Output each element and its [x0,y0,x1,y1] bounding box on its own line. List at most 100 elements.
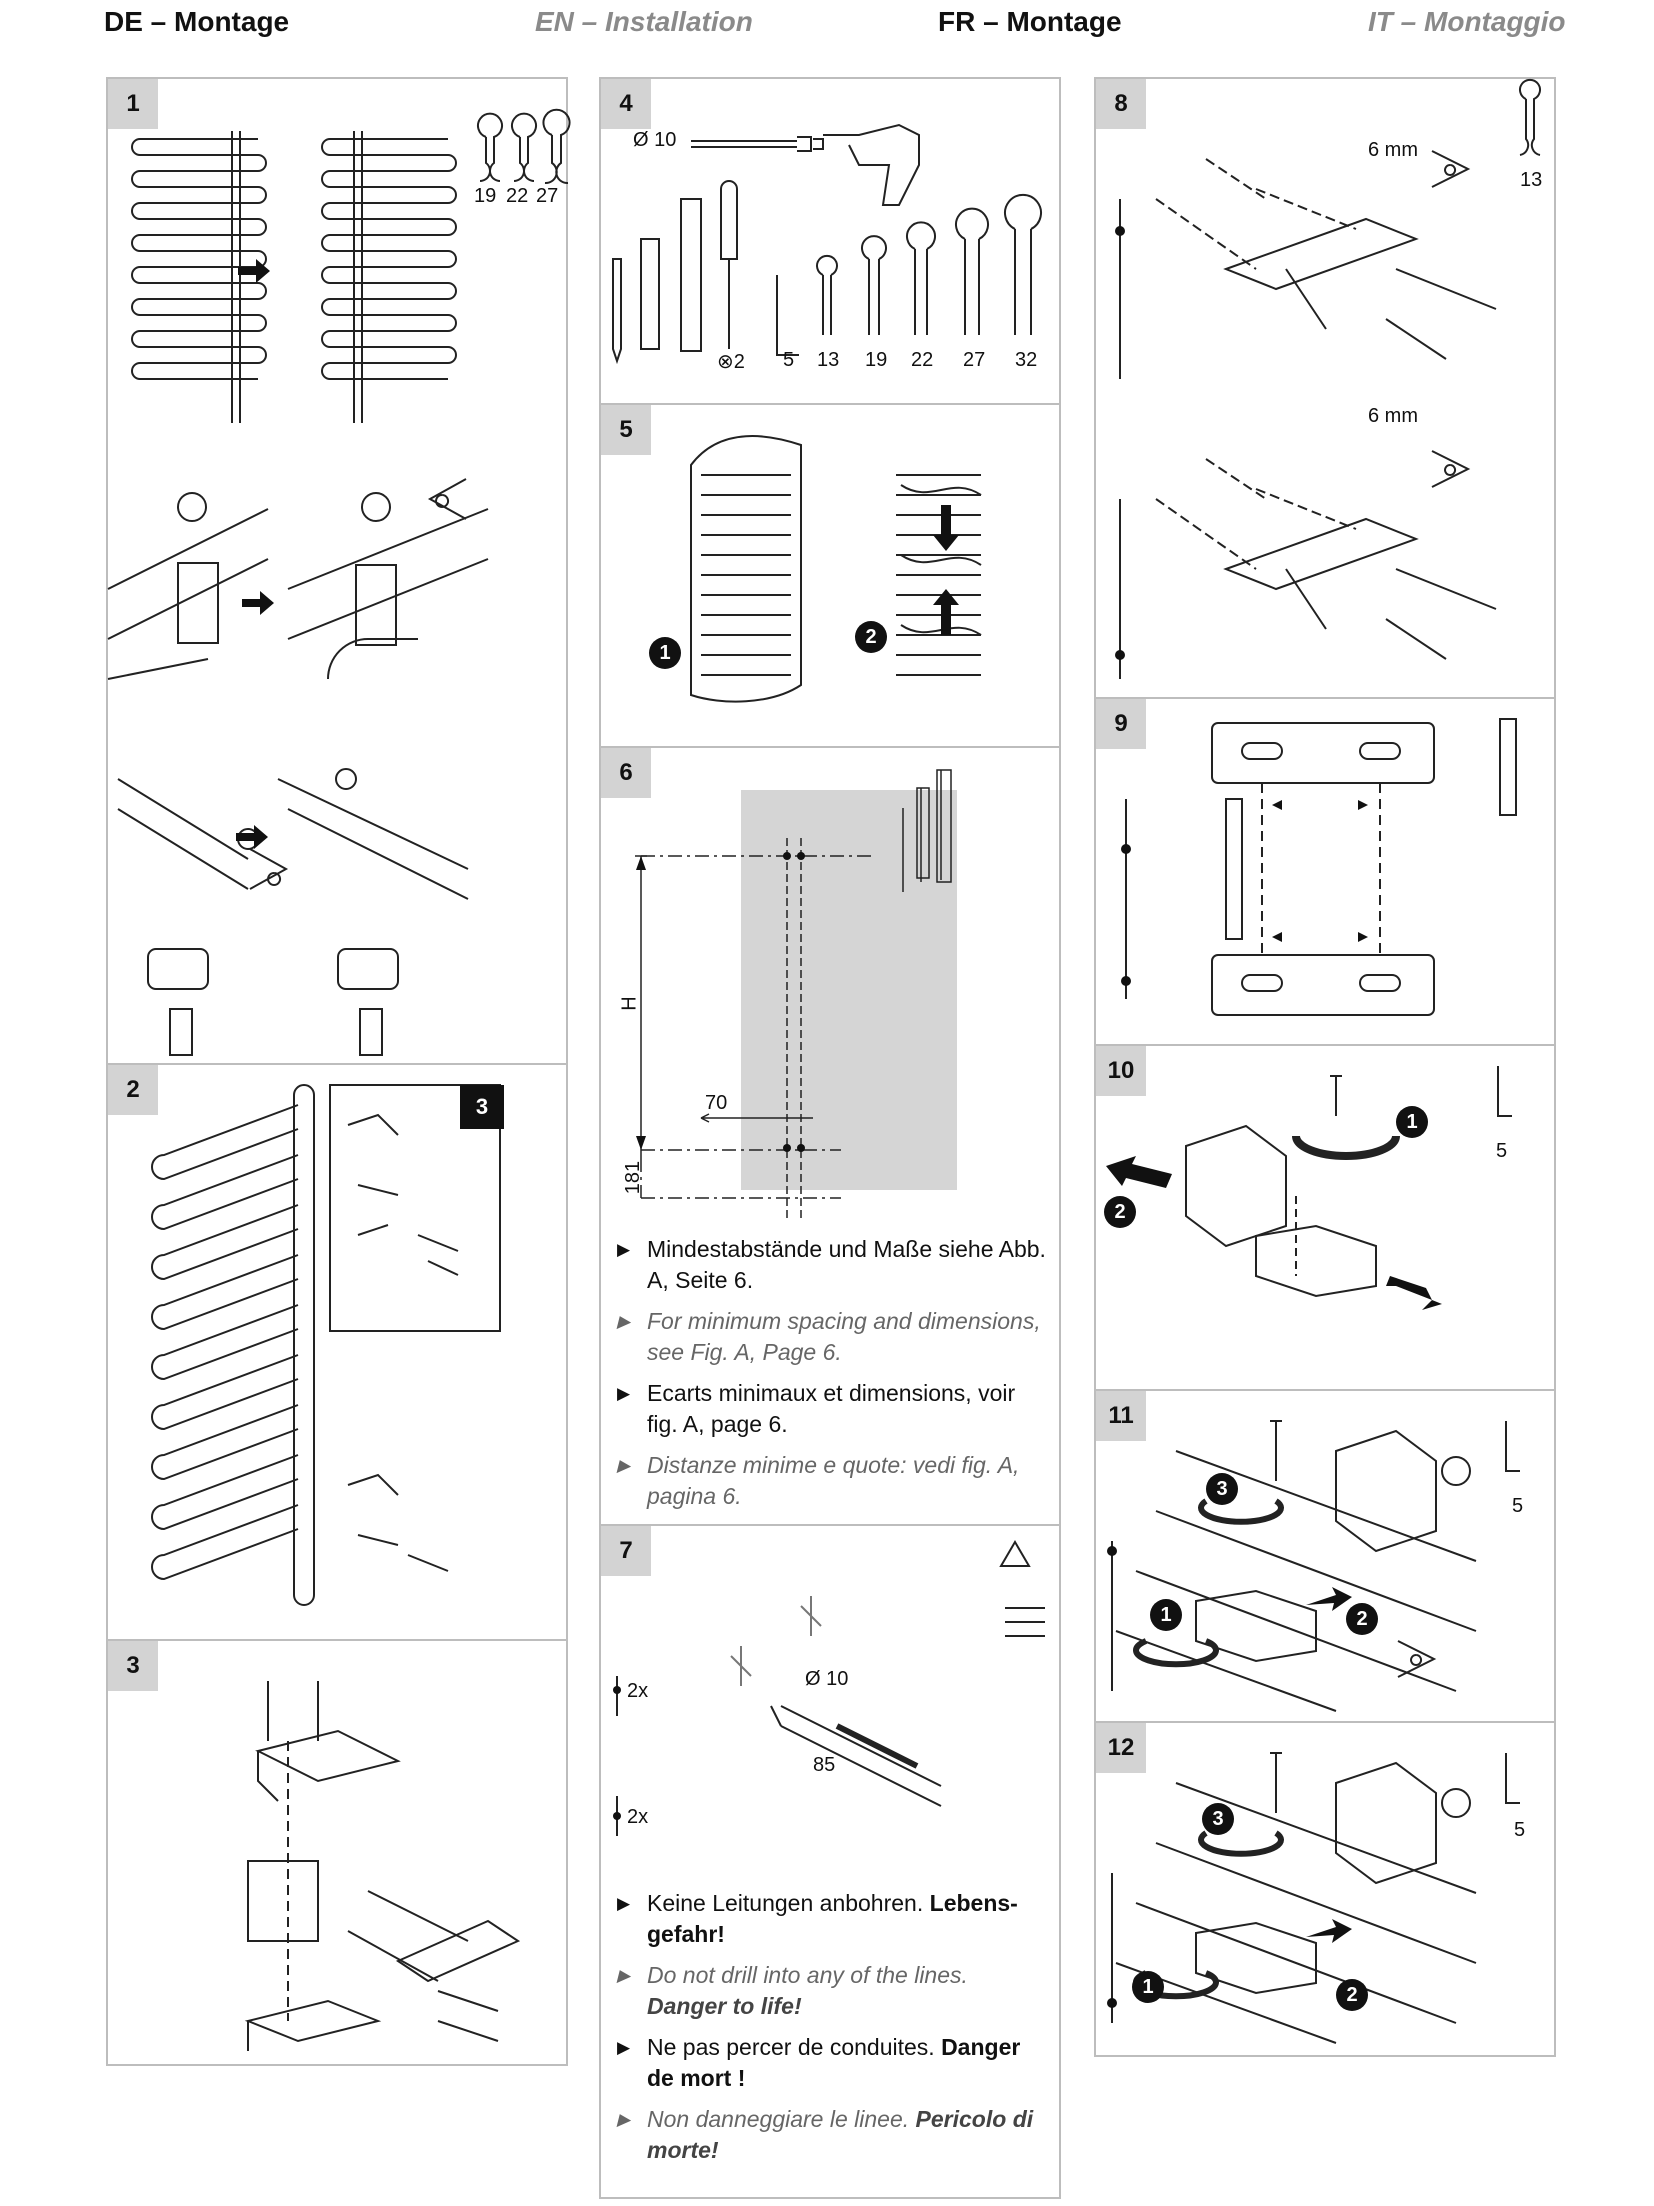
step-badge-3: 3 [1206,1473,1238,1505]
spirit-level-icon [640,238,660,350]
spacing-note-en: For minimum spacing and dimensions, see … [647,1308,1041,1365]
tools-illustration [612,123,1042,365]
step-number: 12 [1096,1723,1146,1773]
step-number: 5 [601,405,651,455]
wrench-icon [861,235,887,335]
warning-emphasis-fr: Danger de mort ! [647,2034,1021,2091]
step-4-panel: 4 Ø 10 ⊗2 5 13 19 22 27 32 [599,77,1061,405]
step-badge-1: 1 [1132,1971,1164,2003]
tool-size-22: 22 [911,349,934,371]
step-badge-1: 1 [649,637,681,669]
step-badge-1: 1 [1396,1106,1428,1138]
arrow-up-icon [933,589,959,635]
wrench-size-19: 19 [474,185,497,207]
wrench-size-13: 13 [1520,169,1543,191]
header-en: EN – Installation [535,6,753,37]
drilling-illustration [613,1540,1045,1836]
step-badge-2: 2 [855,621,887,653]
clamp-removal-illustration [1106,1066,1512,1310]
eye-icon [249,848,289,890]
step-number: 1 [108,79,158,129]
tool-size-5: 5 [783,349,795,371]
step-number: 4 [601,79,651,129]
cables-icon [1005,1607,1045,1637]
eye-icon [1397,1640,1437,1678]
dimension-181-label: 181 [622,1160,645,1195]
step-6-panel: 6 H 70 181 ▶Mindestabstände und Maße sie… [599,746,1061,1526]
hex-key-icon [1505,1753,1520,1804]
step-number: 9 [1096,699,1146,749]
tool-size-19: 19 [865,349,888,371]
wrench-icon [1004,193,1042,335]
measurement-diagram [635,769,957,1218]
step-number: 6 [601,748,651,798]
wrench-icon [477,112,503,182]
warning-emphasis-de: Lebens­gefahr! [647,1890,1018,1947]
tool-size-27: 27 [963,349,986,371]
step-badge-2: 2 [1346,1603,1378,1635]
hex-key-icon [776,275,799,356]
step-9-panel: 9 [1094,697,1556,1046]
warning-de: ▶Keine Leitungen anbohren. Lebens­gefahr… [617,1890,1018,1947]
radiator-icon [321,131,457,423]
warning-it: ▶Non danneggiare le linee. Pericolo di m… [617,2106,1034,2163]
arrow-icon [1306,1919,1352,1943]
step-number: 2 [108,1065,158,1115]
wrench-icon [816,254,838,335]
hole-count-bottom: 2x [627,1806,649,1828]
gap-label-bottom: 6 mm [1368,405,1418,427]
wrench-icon [906,221,936,335]
step-number: 7 [601,1526,651,1576]
eye-icon [427,478,467,520]
arrow-left-icon [1106,1156,1172,1188]
screwdriver-icon [720,180,738,349]
warning-text-en: Do not drill into any of the lines. [647,1962,968,1988]
wrench-icon [955,207,989,335]
drill-diameter-label: Ø 10 [805,1668,849,1690]
header-fr: FR – Montage [938,6,1122,37]
bullet-fr: ▶Ecarts minimaux et dimensions, voir fig… [617,1380,1016,1437]
step-8-panel: 8 6 mm 6 mm 13 [1094,77,1556,699]
wall-bracket-mounting-illustration [1115,78,1541,679]
radiator-valve-illustration [107,108,571,1056]
warning-emphasis-it: Pericolo di morte! [647,2106,1034,2163]
radiator-icon [131,131,267,423]
arrow-right-icon [1386,1276,1442,1310]
tool-size-13: 13 [817,349,840,371]
step-7-panel: 7 2x 2x Ø 10 85 ▶Keine Leitungen anbohre… [599,1524,1061,2199]
clamp-installation-illustration [1107,1420,1520,1712]
step-5-panel: 5 1 2 [599,403,1061,748]
drill-icon [813,123,920,206]
gap-label-top: 6 mm [1368,139,1418,161]
wrench-icon [542,108,571,185]
inset-step-badge: 3 [460,1085,504,1129]
warning-text-fr: Ne pas percer de conduites. [647,2034,942,2060]
step-number: 3 [108,1641,158,1691]
warning-text-de: Keine Leitungen anbohren. [647,1890,930,1916]
arrow-down-icon [933,505,959,551]
step-number: 10 [1096,1046,1146,1096]
warning-emphasis-en: Danger to life! [647,1993,802,2019]
step-3-panel: 3 [106,1639,568,2066]
spirit-level-icon [1499,718,1517,816]
step-number: 8 [1096,79,1146,129]
spacing-note-fr: Ecarts minimaux et dimensions, voir fig.… [647,1380,1016,1437]
arrow-icon [242,591,274,615]
step-11-panel: 11 1 2 3 5 [1094,1389,1556,1723]
hole-count-top: 2x [627,1680,649,1702]
ruler-icon [680,198,702,352]
wrench-size-27: 27 [536,185,559,207]
wrench-icon [1519,78,1541,156]
wrench-size-22: 22 [506,185,529,207]
header-it: IT – Montaggio [1368,6,1566,37]
step-badge-2: 2 [1336,1979,1368,2011]
arrow-icon [1306,1587,1352,1611]
screwdriver-label: ⊗2 [717,351,745,373]
warning-fr: ▶Ne pas percer de conduites. Danger de m… [617,2034,1021,2091]
dimension-h-label: H [618,996,641,1011]
header-de: DE – Montage [104,6,290,37]
spacing-note-de: Mindestabstände und Maße siehe Abb. A, S… [647,1236,1046,1293]
radiator-brackets-illustration [151,1084,501,1606]
hex-key-size: 5 [1512,1495,1524,1517]
drill-bit-icon [691,136,812,152]
